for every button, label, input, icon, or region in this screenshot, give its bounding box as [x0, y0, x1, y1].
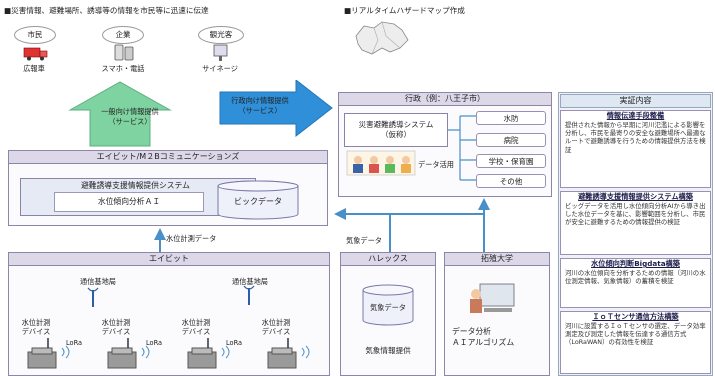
user-tourist-label: 観光客: [209, 30, 233, 39]
heading-hazard-map: ■リアルタイムハザードマップ作成: [344, 6, 465, 15]
user-tourist: 観光客: [198, 26, 244, 44]
user-company-label: 企業: [115, 30, 131, 39]
antenna-icon-left: [87, 287, 99, 307]
weather-db-label: 気象データ: [370, 303, 406, 312]
dept-connectors: [448, 115, 476, 181]
ai-label: 水位傾向分析ＡＩ: [97, 197, 161, 206]
lora-waves: [61, 345, 310, 359]
content-card-2-title: 避難誘導支援情報提供システム構築: [578, 192, 693, 201]
halex-title: ハレックス: [341, 253, 435, 266]
content-title: 実証内容: [560, 94, 711, 108]
station-label-left: 通信基地局: [80, 277, 116, 286]
staff-group-icon: [346, 150, 416, 176]
content-card-3-title: 水位傾向判断Bigdata構築: [591, 259, 680, 268]
smartphone-icon: [114, 44, 134, 61]
analyst-icon: [470, 283, 515, 313]
content-card-3-body: 河川の水位傾向を分析するための情報（河川の水位測定情報、気象情報）の蓄積を検証: [565, 269, 706, 286]
service-arrows: [68, 80, 333, 147]
signage-icon: [213, 44, 228, 61]
takushoku-frame: 拓殖大学: [444, 252, 550, 376]
device-label-1: 水位計測 デバイス: [21, 318, 51, 336]
sensor-devices: [27, 338, 310, 369]
gov-title: 行政（例：八王子市）: [339, 93, 551, 106]
water-data-label: 水位計測データ: [166, 234, 217, 243]
weather-db-cylinder: [362, 284, 414, 326]
ai-box: 水位傾向分析ＡＩ: [54, 192, 204, 212]
bigdata-cylinder: [217, 180, 299, 220]
antenna-icon-right: [243, 285, 255, 305]
lora-label-3: LoRa: [226, 339, 243, 347]
content-card-4-title: ＩｏＴセンサ通信方法構築: [592, 312, 679, 321]
device-label-3: 水位計測 デバイス: [181, 318, 211, 336]
public-service-arrow: [68, 81, 172, 147]
station-label-right: 通信基地局: [232, 277, 268, 286]
heading-info-delivery: ■災害情報、避難場所、誘導等の情報を市民等に迅速に伝達: [4, 6, 209, 15]
takushoku-caption: データ分析 ＡＩアルゴリズム: [452, 327, 515, 347]
lora-label-2: LoRa: [146, 339, 163, 347]
content-card-2: 避難誘導支援情報提供システム構築 ビッグデータを活用し水位傾向分析AIから導き出…: [560, 191, 711, 255]
device-label-2: 水位計測 デバイス: [101, 318, 131, 336]
data-use-label: データ活用: [418, 160, 454, 169]
pr-truck-icon: [23, 47, 48, 61]
gov-system-label: 災害避難誘導システム （仮称）: [358, 120, 434, 139]
abit-frame: エイビット: [8, 252, 330, 376]
content-card-1-body: 提供された情報から早期に河川氾濫による影響を分析し、市民を最寄りの安全な避難場所…: [565, 121, 706, 154]
m2b-system-label: 避難誘導支援情報提供システム: [81, 181, 190, 190]
device-label-4: 水位計測 デバイス: [261, 318, 291, 336]
hazard-map-icon: [355, 21, 409, 55]
abit-title: エイビット: [9, 253, 329, 266]
dept-other: その他: [476, 174, 546, 188]
dept-flood-defense: 水防: [476, 111, 546, 125]
content-card-4-body: 河川に設置するＩｏＴセンサの選定、データ効率測定及び測定した情報を伝達する通信方…: [565, 322, 706, 347]
caption-signage: サイネージ: [202, 64, 238, 73]
content-card-1: 情報伝達手段整備 提供された情報から早期に河川氾濫による影響を分析し、市民を最寄…: [560, 110, 711, 188]
public-service-label: 一般向け情報提供 （サービス）: [101, 107, 159, 126]
content-card-4: ＩｏＴセンサ通信方法構築 河川に設置するＩｏＴセンサの選定、データ効率測定及び測…: [560, 311, 711, 374]
bigdata-label: ビックデータ: [234, 197, 282, 206]
gov-service-label: 行政向け情報提供 （サービス）: [231, 96, 289, 115]
content-card-3: 水位傾向判断Bigdata構築 河川の水位傾向を分析するための情報（河川の水位測…: [560, 258, 711, 308]
sensor-device-4: [267, 338, 297, 369]
user-company: 企業: [102, 26, 144, 44]
takushoku-title: 拓殖大学: [445, 253, 549, 266]
caption-pr-truck: 広報車: [23, 64, 45, 73]
sensor-device-2: [107, 338, 137, 369]
user-citizen-label: 市民: [27, 30, 43, 39]
content-card-1-title: 情報伝達手段整備: [606, 111, 665, 120]
user-citizen: 市民: [14, 26, 56, 44]
m2b-title: エイビット/M２Bコミュニケーションズ: [9, 151, 327, 164]
sensor-device-3: [187, 338, 217, 369]
gov-service-arrow: [219, 80, 333, 138]
gov-system-box: 災害避難誘導システム （仮称）: [344, 113, 448, 147]
lora-label-1: LoRa: [66, 339, 83, 347]
dept-hospital: 病院: [476, 133, 546, 147]
weather-data-label: 気象データ: [346, 236, 382, 245]
dept-school-nursery: 学校・保育園: [476, 154, 546, 168]
caption-smartphone: スマホ・電話: [101, 64, 145, 73]
content-card-2-body: ビッグデータを活用し水位傾向分析AIから導き出した水位データを基に、影響範囲を分…: [565, 202, 706, 227]
halex-caption: 気象情報提供: [365, 346, 411, 355]
sensor-device-1: [27, 338, 57, 369]
